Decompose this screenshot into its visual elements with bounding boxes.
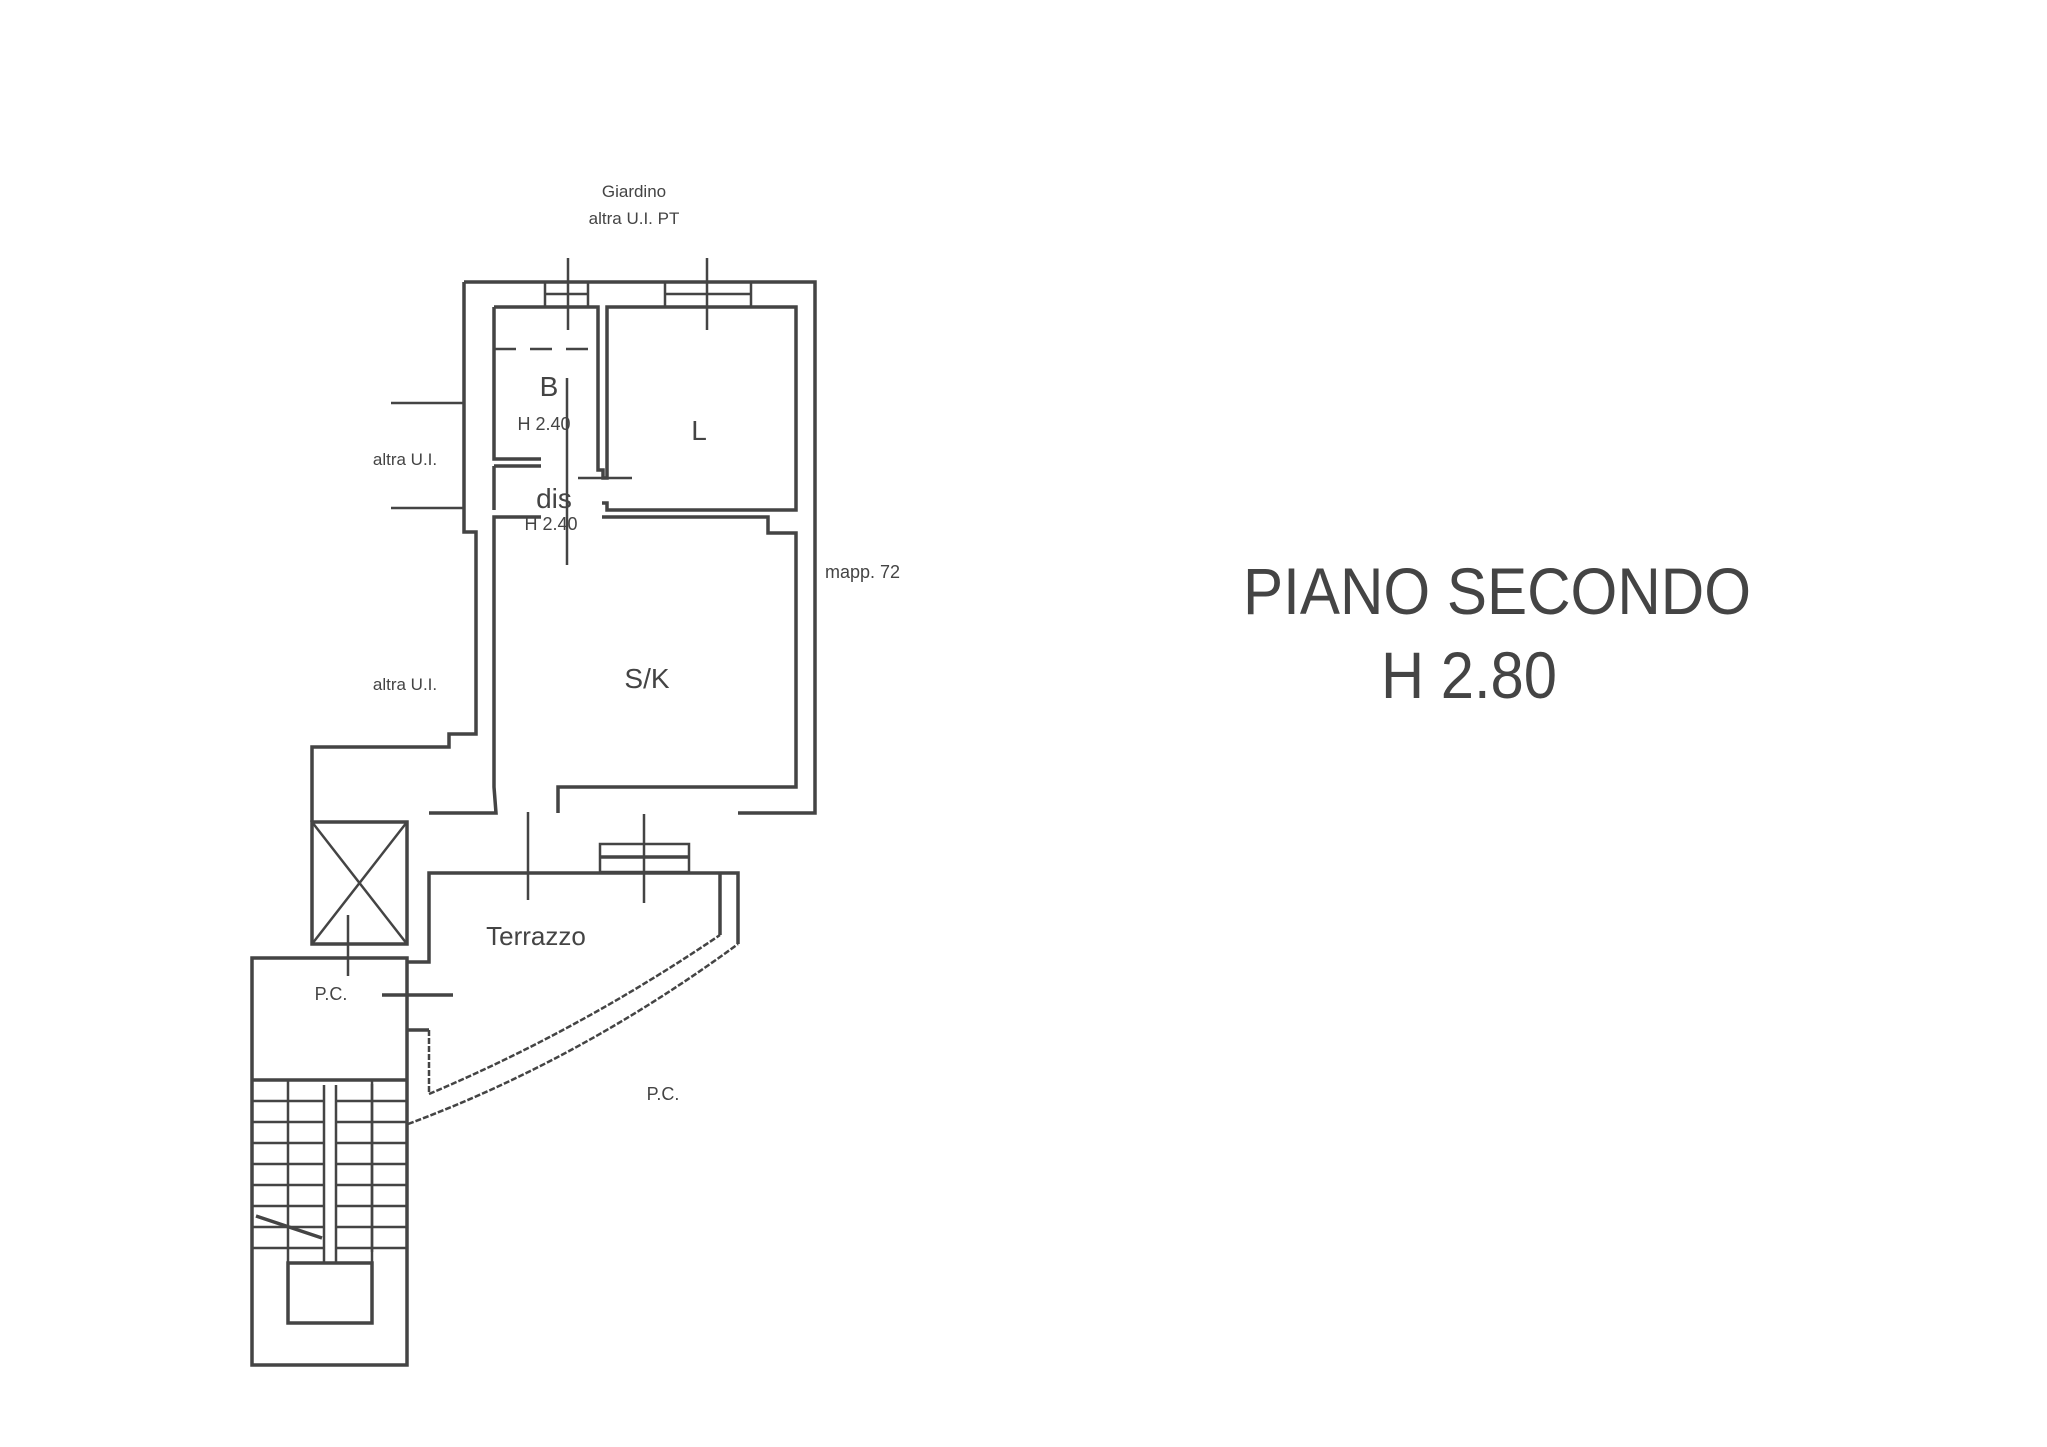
north-label-2: altra U.I. PT: [589, 209, 680, 228]
room-b: B: [540, 371, 559, 402]
room-l: L: [691, 415, 707, 446]
east-label: mapp. 72: [825, 562, 900, 582]
labels: Giardino altra U.I. PT altra U.I. altra …: [315, 182, 900, 1104]
room-sk: S/K: [624, 663, 669, 694]
north-label-1: Giardino: [602, 182, 666, 201]
elevator-shaft: [310, 820, 409, 946]
south-label: P.C.: [647, 1084, 680, 1104]
west-label-lower: altra U.I.: [373, 675, 437, 694]
west-label-upper: altra U.I.: [373, 450, 437, 469]
room-dis: dis: [536, 483, 572, 514]
floor-title: PIANO SECONDO: [1243, 554, 1751, 628]
room-dis-height: H 2.40: [524, 514, 577, 534]
room-terrazzo: Terrazzo: [486, 921, 586, 951]
stairwell: [250, 956, 409, 1367]
room-b-height: H 2.40: [517, 414, 570, 434]
room-pc: P.C.: [315, 984, 348, 1004]
title-block: PIANO SECONDO H 2.80: [1243, 554, 1751, 712]
walls: [250, 258, 817, 1367]
floor-height: H 2.80: [1381, 638, 1557, 712]
